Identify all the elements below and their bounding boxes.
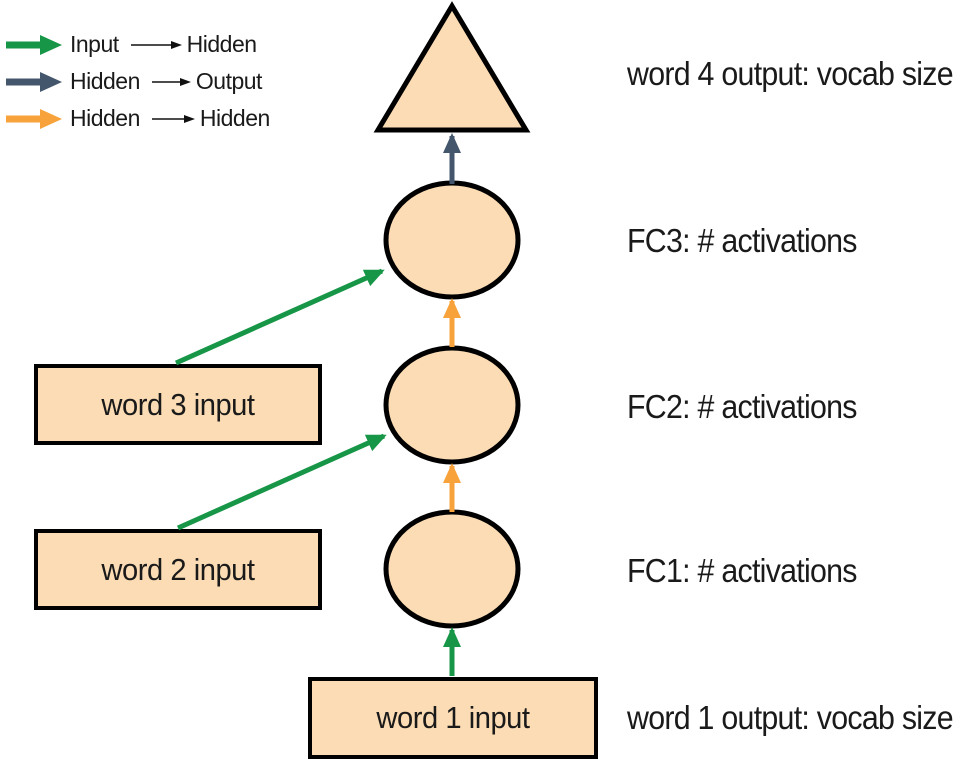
hidden-hidden-arrow-icon bbox=[6, 108, 62, 129]
word2-input-box bbox=[34, 529, 322, 610]
legend: Input Hidden Hidden Output bbox=[6, 26, 270, 137]
maps-to-arrow-icon bbox=[130, 40, 182, 49]
word3-input-box bbox=[34, 364, 322, 445]
fc3-annotation: FC3: # activations bbox=[627, 222, 857, 259]
legend-to-label: Output bbox=[195, 68, 263, 94]
legend-row-input-hidden: Input Hidden bbox=[6, 26, 270, 63]
legend-from-label: Hidden bbox=[70, 68, 140, 94]
fc1-hidden-node bbox=[383, 509, 521, 629]
legend-from-label: Input bbox=[70, 31, 119, 57]
input-hidden-arrow-word3 bbox=[174, 268, 385, 366]
legend-from-label: Hidden bbox=[70, 105, 140, 131]
legend-row-hidden-output: Hidden Output bbox=[6, 63, 270, 100]
fc1-annotation: FC1: # activations bbox=[627, 552, 857, 589]
legend-to-label: Hidden bbox=[199, 105, 270, 131]
fc2-annotation: FC2: # activations bbox=[627, 388, 857, 425]
word2-input-label: word 2 input bbox=[101, 551, 255, 587]
legend-to-label: Hidden bbox=[186, 31, 257, 57]
fc3-hidden-node bbox=[383, 180, 521, 300]
input-hidden-arrow-icon bbox=[6, 34, 62, 55]
word3-input-label: word 3 input bbox=[101, 386, 255, 422]
output-triangle-node bbox=[373, 1, 531, 133]
maps-to-arrow-icon bbox=[151, 77, 191, 86]
word4-output-annotation: word 4 output: vocab size bbox=[627, 55, 954, 92]
hidden-output-arrow-icon bbox=[6, 71, 62, 92]
legend-row-hidden-hidden: Hidden Hidden bbox=[6, 100, 270, 137]
word1-output-annotation: word 1 output: vocab size bbox=[627, 699, 954, 736]
fc2-hidden-node bbox=[383, 345, 521, 465]
maps-to-arrow-icon bbox=[151, 114, 195, 123]
word1-input-box bbox=[308, 677, 598, 759]
word1-input-label: word 1 input bbox=[376, 700, 530, 735]
input-hidden-arrow-word2 bbox=[176, 433, 387, 531]
